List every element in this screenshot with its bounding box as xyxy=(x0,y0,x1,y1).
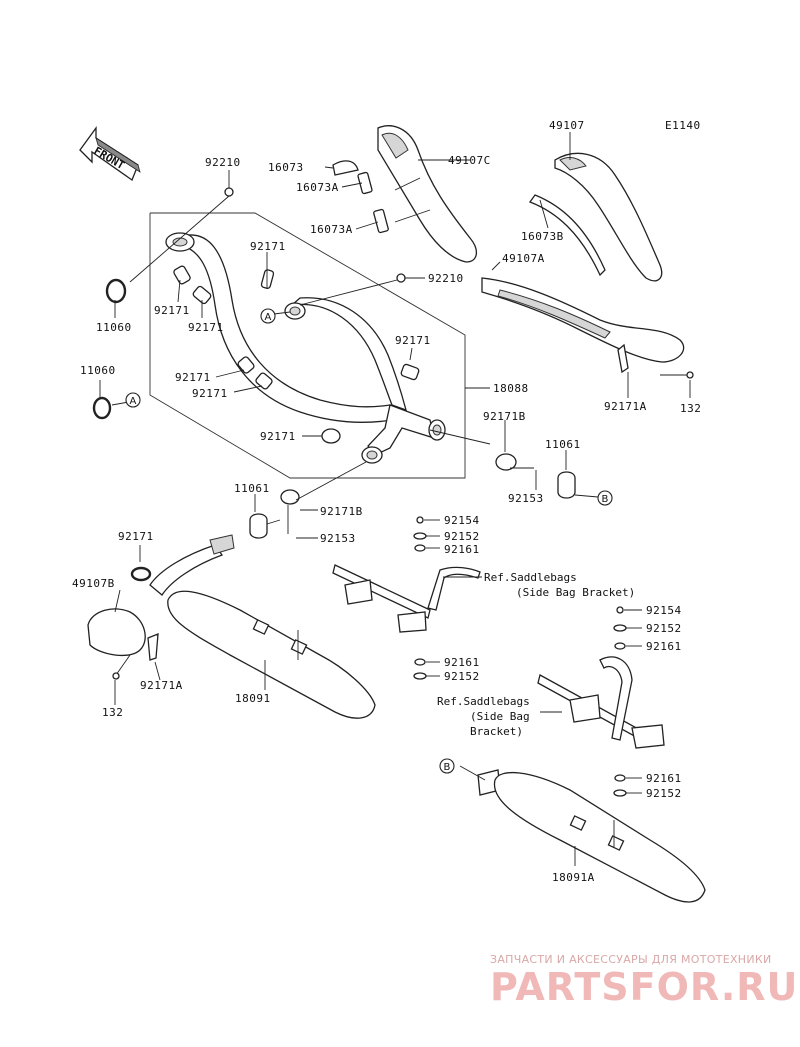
label-92171-d: 92171 xyxy=(175,371,211,384)
label-92171-f: 92171 xyxy=(395,334,431,347)
label-92152-1: 92152 xyxy=(444,530,480,543)
tip-cover-49107b xyxy=(87,566,152,657)
ref1-line2: (Side Bag Bracket) xyxy=(516,586,635,599)
label-11061-1: 11061 xyxy=(545,438,581,451)
svg-text:A: A xyxy=(265,312,272,323)
ref2-line1: Ref.Saddlebags xyxy=(437,695,530,708)
clamps-and-sleeves xyxy=(249,453,576,539)
heat-guard-49107a xyxy=(481,277,685,363)
label-92171b-1: 92171B xyxy=(483,410,526,423)
label-92153-2: 92153 xyxy=(320,532,356,545)
label-92210-top: 92210 xyxy=(205,156,241,169)
bolts xyxy=(112,343,694,680)
label-92153-1: 92153 xyxy=(508,492,544,505)
label-18088: 18088 xyxy=(493,382,529,395)
label-92171-h: 92171 xyxy=(118,530,154,543)
muffler-18091a xyxy=(477,769,706,903)
ref2-line3: Bracket) xyxy=(470,725,523,738)
heat-guard-49107c xyxy=(377,125,477,263)
label-132-1: 132 xyxy=(680,402,701,415)
label-18091: 18091 xyxy=(235,692,271,705)
label-16073: 16073 xyxy=(268,161,304,174)
label-92171a-1: 92171A xyxy=(604,400,647,413)
label-92154-1: 92154 xyxy=(444,514,480,527)
diagram-code: E1140 xyxy=(665,119,701,132)
label-92171-g: 92171 xyxy=(260,430,296,443)
watermark: ЗАПЧАСТИ И АКСЕССУАРЫ ДЛЯ МОТОТЕХНИКИ PA… xyxy=(490,953,798,1009)
heat-guard-49107 xyxy=(554,152,663,282)
label-16073b: 16073B xyxy=(521,230,564,243)
label-92161-4: 92161 xyxy=(646,772,682,785)
label-92152-4: 92152 xyxy=(646,787,682,800)
label-92171-e: 92171 xyxy=(192,387,228,400)
svg-text:B: B xyxy=(602,494,609,505)
label-11061-2: 11061 xyxy=(234,482,270,495)
ref1-line1: Ref.Saddlebags xyxy=(484,571,577,584)
front-arrow-icon: FRONT xyxy=(79,126,141,182)
label-11060-low: 11060 xyxy=(80,364,116,377)
callout-a-1: A xyxy=(260,308,276,324)
part-labels: 92210 92210 11060 11060 92171 92171 9217… xyxy=(72,119,701,884)
label-18091a: 18091A xyxy=(552,871,595,884)
label-49107: 49107 xyxy=(549,119,585,132)
label-92161-3: 92161 xyxy=(646,640,682,653)
watermark-tagline: ЗАПЧАСТИ И АКСЕССУАРЫ ДЛЯ МОТОТЕХНИКИ xyxy=(490,953,772,966)
ref2-line2: (Side Bag xyxy=(470,710,530,723)
callout-b-2: B xyxy=(439,758,455,774)
gaskets xyxy=(92,187,406,420)
watermark-logo: PARTSFOR.RU xyxy=(490,965,798,1009)
label-49107a: 49107A xyxy=(502,252,545,265)
callout-b-1: B xyxy=(597,490,613,506)
leader-lines xyxy=(99,132,691,866)
label-92210-mid: 92210 xyxy=(428,272,464,285)
reference-notes: Ref.Saddlebags (Side Bag Bracket) Ref.Sa… xyxy=(437,571,635,738)
label-92152-2: 92152 xyxy=(444,670,480,683)
svg-text:B: B xyxy=(444,762,451,773)
label-92161-2: 92161 xyxy=(444,656,480,669)
assembly-frame-18088 xyxy=(149,212,490,479)
label-49107b: 49107B xyxy=(72,577,115,590)
label-16073a-2: 16073A xyxy=(310,223,353,236)
label-92152-3: 92152 xyxy=(646,622,682,635)
label-49107c: 49107C xyxy=(448,154,491,167)
pad-16073b xyxy=(528,194,606,277)
label-11060-left: 11060 xyxy=(96,321,132,334)
label-16073a-1: 16073A xyxy=(296,181,339,194)
label-92161-1: 92161 xyxy=(444,543,480,556)
saddlebag-bracket-1 xyxy=(332,516,481,680)
clamp-bands xyxy=(173,265,420,444)
label-92171-a: 92171 xyxy=(154,304,190,317)
label-92171a-2: 92171A xyxy=(140,679,183,692)
saddlebag-bracket-2 xyxy=(537,606,665,797)
exhaust-pipe-assembly xyxy=(165,232,446,464)
pads-16073 xyxy=(332,160,389,234)
label-132-2: 132 xyxy=(102,706,123,719)
label-92154-2: 92154 xyxy=(646,604,682,617)
label-92171b-2: 92171B xyxy=(320,505,363,518)
label-92171-c: 92171 xyxy=(250,240,286,253)
callout-a-2: A xyxy=(125,392,141,408)
muffler-18091 xyxy=(149,534,376,719)
label-92171-b: 92171 xyxy=(188,321,224,334)
svg-text:A: A xyxy=(130,396,137,407)
